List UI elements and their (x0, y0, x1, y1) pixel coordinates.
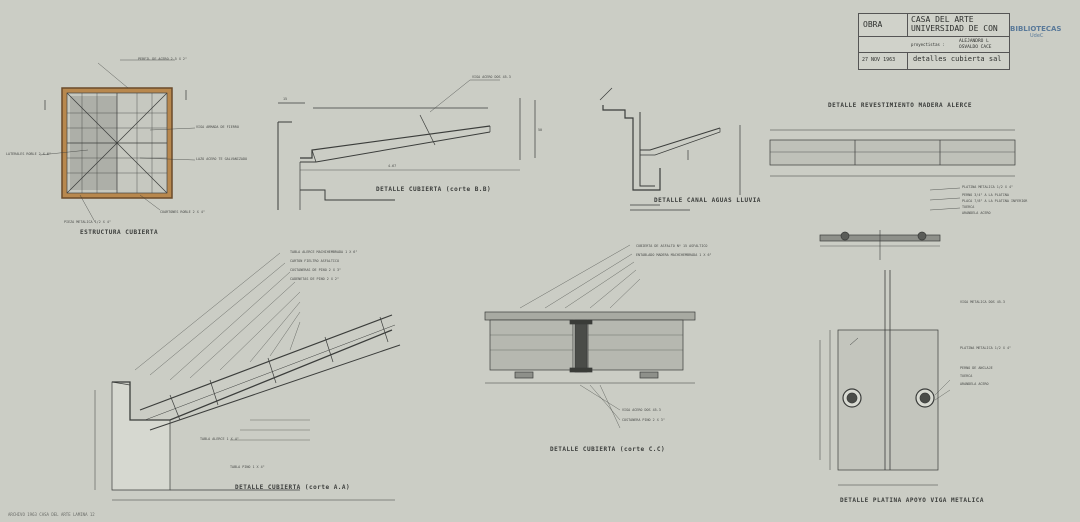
proyectistas-name-1: ALEJANDRO L (959, 39, 989, 44)
detail-aa-lines (94, 252, 401, 501)
note-aa: CADENETAS DE PINO 2 X 2" (290, 277, 339, 281)
gutter-detail-lines (599, 87, 741, 211)
title-detalle-platina: DETALLE PLATINA APOYO VIGA METALICA (840, 497, 984, 504)
note-cc: CUBIERTA DE ASFALTO Nº 15 ASFALTICO (636, 244, 708, 248)
note-platina: VIGA METALICA DOS 45.3 (960, 300, 1005, 304)
note-estructura: LATERALES ROBLE 2 X 6" (6, 152, 51, 156)
note-platina: PLATINA METALICA 1/2 X 4" (960, 346, 1012, 350)
note-bb: 15 (283, 97, 288, 101)
note-aa: COSTANERAS DE PINO 2 X 3" (290, 268, 342, 272)
note-revest: ARANDELA ACERO (962, 211, 991, 215)
note-aa: TABLA ALERCE 1 X 4" (200, 437, 239, 441)
note-aa: CARTON FIELTRO ASFALTICO (290, 259, 339, 263)
title-block: OBRA CASA DEL ARTE UNIVERSIDAD DE CON pr… (858, 13, 1010, 70)
note-cc: VIGA ACERO DOS 45.3 (622, 408, 661, 412)
note-platina: TUERCA (960, 374, 973, 378)
obra-name-line1: CASA DEL ARTE (911, 15, 974, 24)
watermark-line2: UdeC (1030, 33, 1044, 39)
roof-structure-plan (39, 59, 196, 223)
library-watermark: BIBLIOTECAS UdeC (1010, 25, 1070, 39)
note-revest: TUERCA (962, 205, 975, 209)
obra-name-line2: UNIVERSIDAD DE CON (911, 24, 998, 33)
note-revest: PERNO 3/4" A LA PLATINA (962, 193, 1009, 197)
note-estructura: LAZO ACERO TE GALVANIZADO (196, 157, 248, 161)
note-bb: 4.67 (388, 164, 397, 168)
note-estructura: PIEZA METALICA 1/2 X 4" (64, 220, 111, 224)
note-cc: COSTANERA PINO 2 X 3" (622, 418, 665, 422)
note-bb: 50 (538, 128, 543, 132)
drawing-date: 27 NOV 1963 (862, 57, 896, 63)
title-detalle-cc: DETALLE CUBIERTA (corte C.C) (550, 446, 666, 453)
title-detalle-aa: DETALLE CUBIERTA (corte A.A) (235, 484, 351, 491)
note-platina: ARANDELA ACERO (960, 382, 989, 386)
watermark-line1: BIBLIOTECAS (1010, 25, 1062, 33)
title-detalle-revestimiento: DETALLE REVESTIMIENTO MADERA ALERCE (828, 102, 972, 109)
note-revest: PLACA 7/8" A LA PLATINA INFERIOR (962, 199, 1028, 203)
obra-label: OBRA (863, 20, 883, 29)
note-estructura: CUARTONES ROBLE 2 X 4" (160, 210, 205, 214)
proyectistas-name-2: OSVALDO CACE (959, 45, 992, 50)
note-aa: TABLA PINO 1 X 4" (230, 465, 265, 469)
title-estructura-cubierta: ESTRUCTURA CUBIERTA (80, 229, 159, 236)
note-cc: ENTABLADO MADERA MACHIHEMBRADA 1 X 6" (636, 253, 712, 257)
note-aa: TABLA ALERCE MACHIHEMBRADA 1 X 6" (290, 250, 358, 254)
sheet-title: detalles cubierta sal (913, 55, 1002, 63)
footer-stamp: ARCHIVO 1963 CASA DEL ARTE LAMINA 12 (8, 512, 95, 517)
note-estructura: VIGA ARMADA DE FIERRO (196, 125, 239, 129)
detail-cc-lines (484, 244, 696, 429)
detail-bb-lines (277, 79, 536, 210)
cladding-detail-lines (769, 129, 1016, 260)
note-bb: VIGA ACERO DOS 45.3 (472, 75, 511, 79)
title-detalle-bb: DETALLE CUBIERTA (corte B.B) (376, 186, 492, 193)
note-platina: PERNO DE ANCLAJE (960, 366, 993, 370)
proyectistas-label: proyectistas : (911, 42, 945, 47)
note-estructura: PERFIL DE ACERO 2.5 X 2" (138, 57, 187, 61)
note-revest: PLATINA METALICA 1/2 X 4" (962, 185, 1014, 189)
plate-detail-lines (819, 270, 951, 486)
title-detalle-canal: DETALLE CANAL AGUAS LLUVIA (654, 197, 761, 204)
